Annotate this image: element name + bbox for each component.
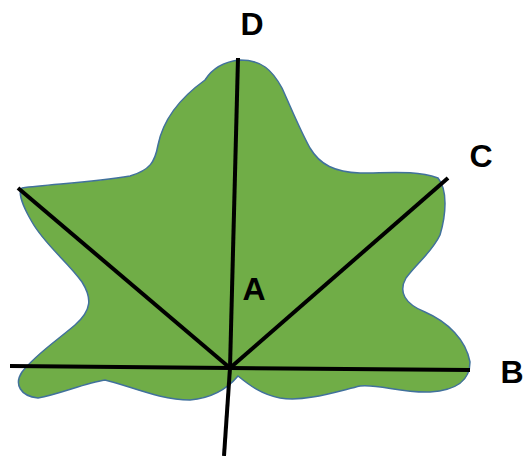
- line-ab: [230, 368, 470, 370]
- vein-lines: [10, 58, 470, 456]
- leaf-shape: [19, 60, 470, 400]
- point-label: C: [469, 140, 492, 172]
- point-label: D: [240, 8, 263, 40]
- line-ad: [230, 58, 238, 368]
- line-ac: [230, 178, 448, 368]
- point-label: B: [500, 356, 523, 388]
- line-left: [10, 366, 230, 368]
- point-label: A: [242, 273, 265, 305]
- line-upper-left: [18, 188, 230, 368]
- stem-line: [224, 368, 230, 456]
